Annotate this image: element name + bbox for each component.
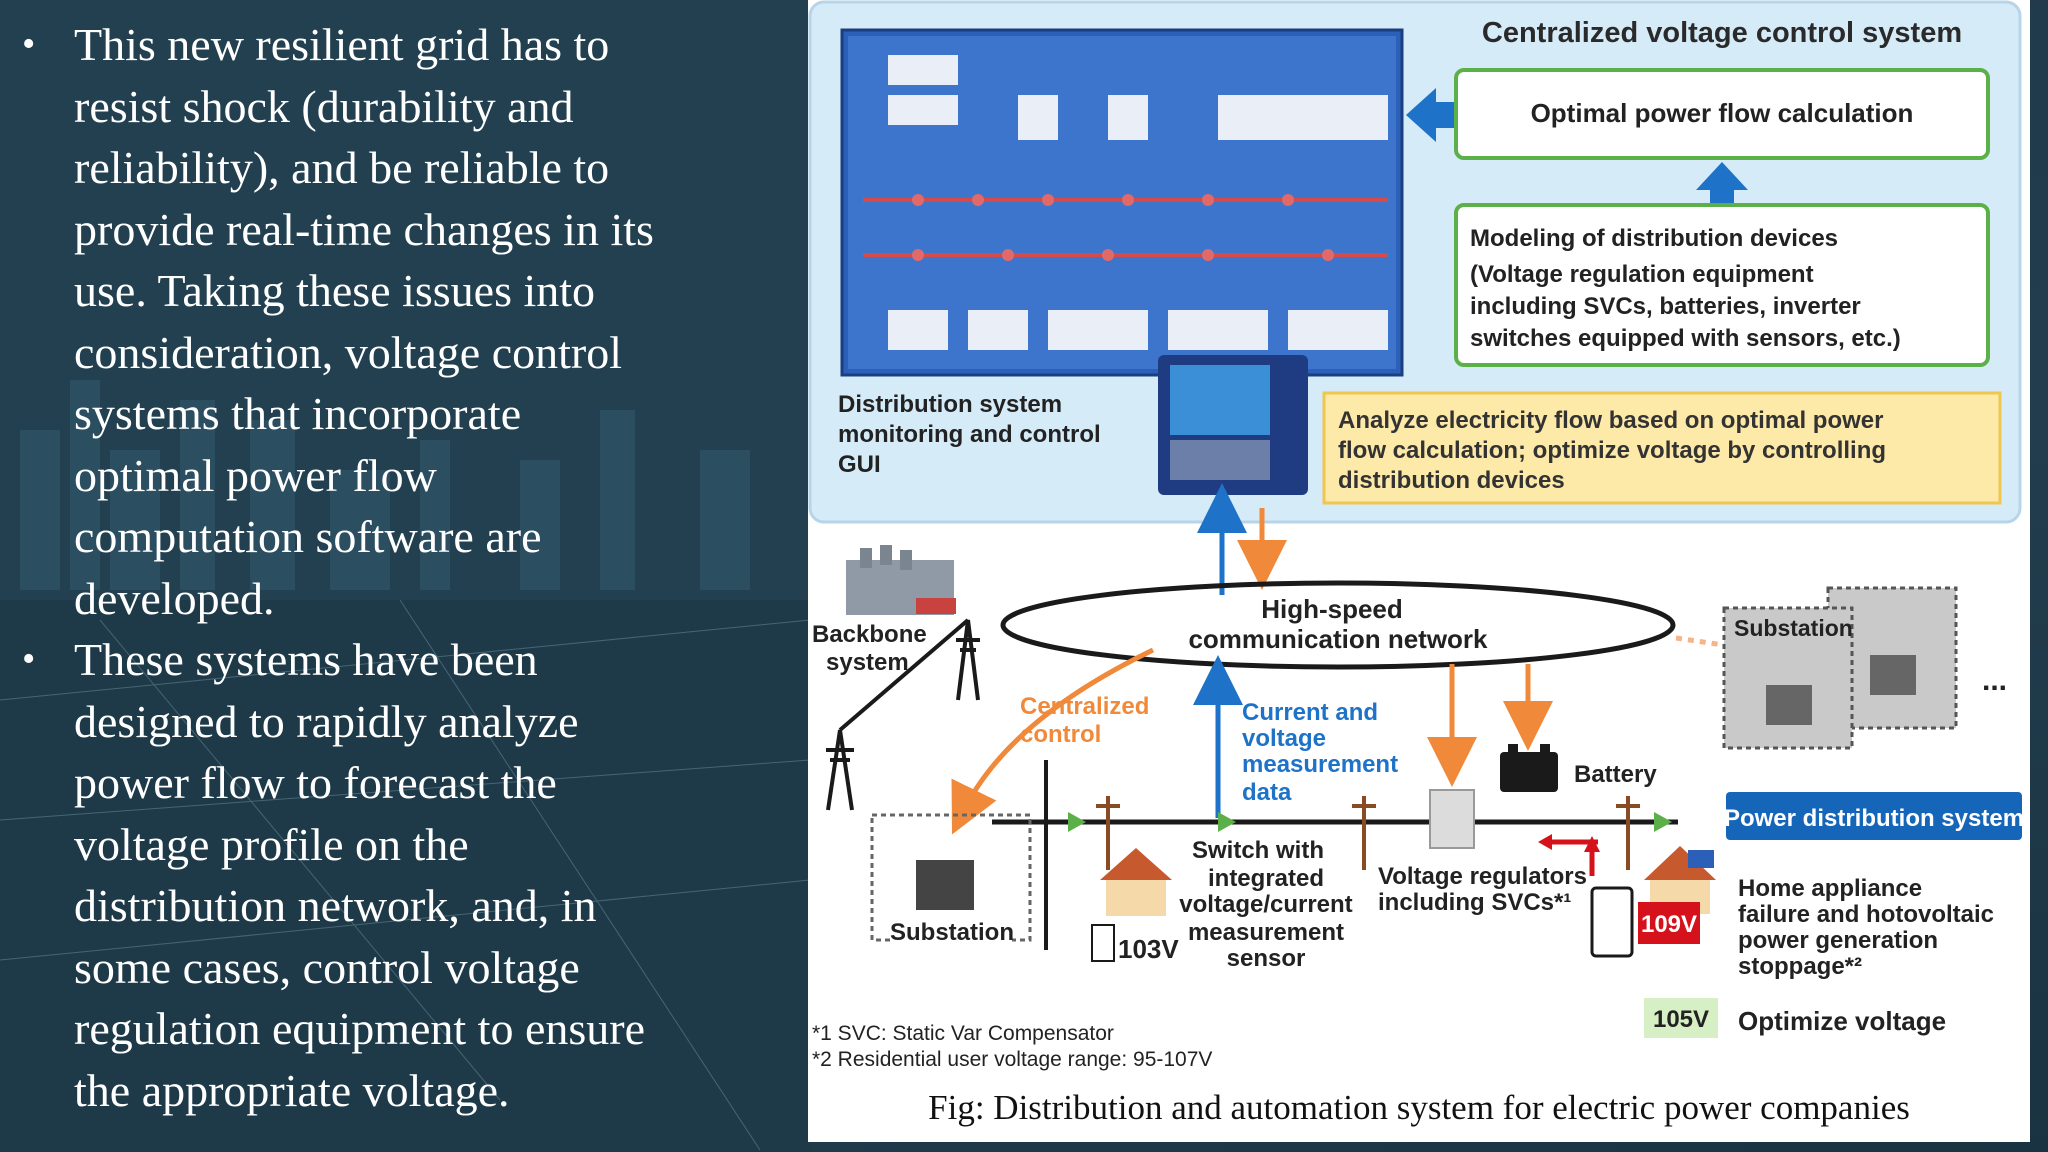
- modeling-line: Modeling of distribution devices: [1470, 225, 1838, 252]
- switch-label: integrated: [1208, 865, 1324, 892]
- transmission-tower-icon: [826, 618, 980, 811]
- optimize-label: Optimize voltage: [1738, 1006, 1946, 1036]
- bullet-line: computation software are: [74, 511, 542, 562]
- switch-label: voltage/current: [1179, 891, 1352, 918]
- centralized-control-arrow: [951, 647, 1155, 835]
- measurement-label: data: [1242, 779, 1292, 806]
- bullet-line: the appropriate voltage.: [74, 1064, 510, 1116]
- bullet-line: designed to rapidly analyze: [74, 695, 579, 747]
- footnote: *2 Residential user voltage range: 95-10…: [812, 1048, 1212, 1071]
- opf-label: Optimal power flow calculation: [1531, 98, 1914, 128]
- analyze-box: [1322, 391, 2002, 505]
- figure-caption: Fig: Distribution and automation system …: [928, 1088, 1910, 1127]
- bullet-item-1: • This new resilient grid has to resist …: [22, 14, 782, 629]
- bullet-line: power flow to forecast the: [74, 757, 557, 808]
- bullet-line: reliability), and be reliable to: [74, 142, 610, 193]
- voltage-105-label: 105V: [1653, 1006, 1709, 1033]
- modeling-line: switches equipped with sensors, etc.): [1470, 325, 1901, 352]
- measurement-label: voltage: [1242, 725, 1326, 752]
- opf-to-gui-arrow: [1406, 88, 1456, 142]
- house-icon: [1100, 848, 1172, 916]
- centralized-control-label: Centralized: [1020, 693, 1149, 720]
- voltage-103-label: 103V: [1118, 934, 1179, 964]
- outlet-109-icon: [1590, 886, 1634, 958]
- modeling-box: [1454, 203, 1990, 367]
- modeling-to-opf-arrow: [1696, 162, 1748, 205]
- substation-left-label: Substation: [890, 919, 1014, 946]
- opf-box: [1454, 68, 1990, 160]
- communication-network-ring: [1000, 580, 1676, 670]
- server-icon: [1158, 355, 1308, 495]
- regulator-icon: [1429, 789, 1475, 849]
- bullet-line: developed.: [74, 572, 275, 624]
- regulator-label: including SVCs*¹: [1378, 889, 1571, 916]
- gui-screen: [840, 28, 1404, 377]
- modeling-line: (Voltage regulation equipment: [1470, 261, 1814, 288]
- analyze-line: Analyze electricity flow based on optima…: [1338, 407, 1883, 434]
- network-label: communication network: [1188, 624, 1488, 654]
- analyze-line: flow calculation; optimize voltage by co…: [1338, 437, 1886, 464]
- appliance-label: stoppage*²: [1738, 953, 1862, 980]
- bullet-line: consideration, voltage control: [74, 326, 623, 378]
- measurement-label: Current and: [1242, 699, 1378, 726]
- bullet-dot: •: [22, 638, 36, 680]
- pds-badge: [1726, 792, 2022, 840]
- flow-direction-markers: [1068, 812, 1672, 832]
- substation-right-icon: [1722, 586, 1958, 750]
- bullet-line: voltage profile on the: [74, 818, 469, 870]
- bullet-dot: •: [22, 23, 36, 65]
- bullet-line: some cases, control voltage: [74, 941, 580, 993]
- appliance-label: Home appliance: [1738, 875, 1922, 902]
- bullet-line: regulation equipment to ensure: [74, 1003, 646, 1054]
- bullet-line: optimal power flow: [74, 449, 437, 501]
- voltage-109-label: 109V: [1641, 911, 1697, 938]
- figure-panel: Centralized voltage control system Optim…: [808, 0, 2030, 1142]
- bullet-line: use. Taking these issues into: [74, 265, 596, 316]
- bullet-item-2: • These systems have been designed to ra…: [22, 629, 782, 1121]
- distribution-diagram: Centralized voltage control system Optim…: [808, 0, 2024, 1071]
- network-label: High-speed: [1261, 594, 1403, 624]
- more-indicator: ...: [1982, 664, 2007, 697]
- backbone-factory-icon: [846, 545, 956, 615]
- bullet-line: This new resilient grid has to: [74, 19, 610, 70]
- utility-pole-icon: [1096, 796, 1640, 870]
- bullet-line: distribution network, and, in: [74, 880, 597, 931]
- battery-icon: [1500, 744, 1558, 792]
- backbone-label: Backbone: [812, 621, 927, 648]
- bullet-line: systems that incorporate: [74, 388, 522, 439]
- switch-label: sensor: [1227, 945, 1306, 972]
- diagram-title: Centralized voltage control system: [1482, 17, 1962, 49]
- voltage-109-badge: [1638, 902, 1700, 944]
- switch-label: measurement: [1188, 919, 1344, 946]
- appliance-label: failure and hotovoltaic: [1738, 901, 1994, 928]
- substation-right-label: Substation: [1734, 615, 1853, 641]
- switch-label: Switch with: [1192, 837, 1324, 864]
- battery-label: Battery: [1574, 761, 1657, 788]
- bullet-line: resist shock (durability and: [74, 80, 574, 132]
- gui-label: Distribution system: [838, 391, 1062, 418]
- regulator-label: Voltage regulators: [1378, 863, 1587, 890]
- voltage-105-badge: [1644, 998, 1718, 1038]
- appliance-label: power generation: [1738, 927, 1938, 954]
- analyze-line: distribution devices: [1338, 467, 1565, 494]
- bullet-line: provide real-time changes in its: [74, 203, 654, 255]
- bullet-list: • This new resilient grid has to resist …: [22, 14, 782, 1121]
- gui-label: GUI: [838, 451, 881, 478]
- measurement-label: measurement: [1242, 751, 1398, 778]
- backbone-label: system: [826, 649, 909, 676]
- gui-label: monitoring and control: [838, 421, 1101, 448]
- footnote: *1 SVC: Static Var Compensator: [812, 1022, 1114, 1045]
- modeling-line: including SVCs, batteries, inverter: [1470, 293, 1861, 320]
- outlet-icon: [1091, 924, 1115, 962]
- bullet-line: These systems have been: [74, 634, 538, 685]
- substation-left-icon: [916, 860, 974, 910]
- pds-label: Power distribution system: [1724, 805, 2024, 832]
- city-network-background: [0, 0, 810, 1152]
